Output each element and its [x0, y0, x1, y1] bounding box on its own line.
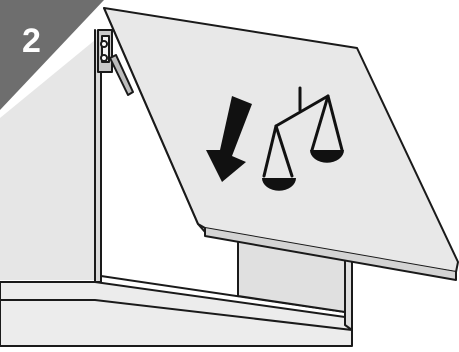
down-left-arrow-icon [206, 96, 252, 182]
step-number: 2 [22, 22, 41, 60]
step-badge [0, 0, 104, 110]
balance-scale-icon [262, 86, 344, 191]
cabinet-bottom-board [0, 281, 353, 347]
cabinet-right-edge [344, 257, 353, 331]
lift-mechanism [97, 29, 134, 96]
cabinet-back-wall [0, 40, 95, 280]
